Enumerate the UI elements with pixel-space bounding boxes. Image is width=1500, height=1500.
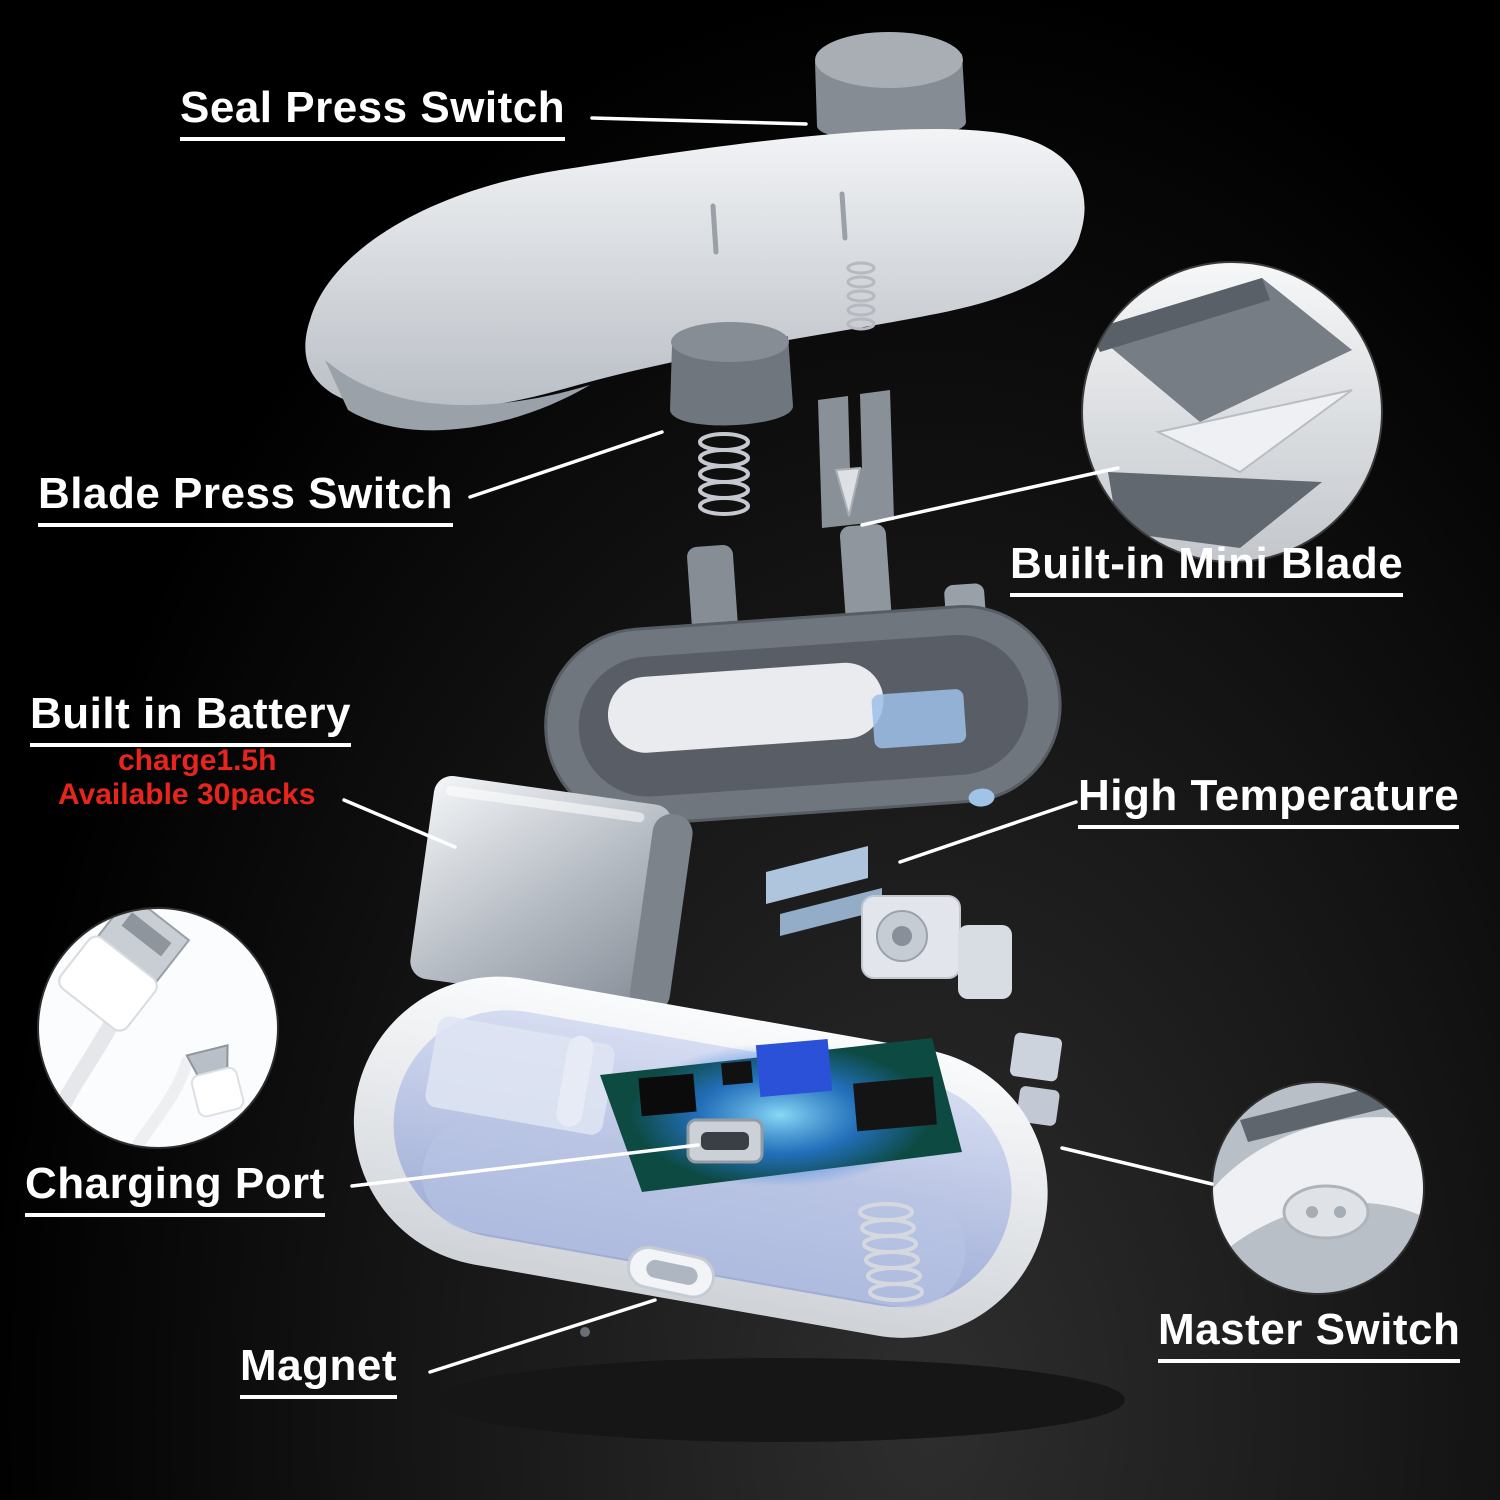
ground-shadow: [435, 1358, 1125, 1442]
battery: [410, 776, 693, 1013]
leader-seal-press: [590, 116, 808, 126]
label-built-in-mini-blade: Built-in Mini Blade: [1010, 539, 1404, 598]
label-charging-port: Charging Port: [25, 1159, 325, 1218]
leader-battery: [342, 798, 457, 849]
gasket-foot: [968, 788, 995, 807]
micro-usb-connector: [185, 1043, 245, 1118]
top-cover-underside: [325, 360, 590, 431]
label-built-in-battery: Built in Battery: [30, 689, 351, 748]
blade-bracket: [818, 390, 894, 528]
leader-magnet: [428, 1298, 657, 1374]
label-high-temperature: High Temperature: [1078, 771, 1460, 830]
tray-spring: [858, 1202, 924, 1302]
leader-lines: [342, 116, 1214, 1374]
center-spring: [698, 432, 750, 516]
top-cover-shell: [305, 128, 1085, 412]
label-seal-press-switch: Seal Press Switch: [180, 83, 566, 142]
mini-blade: [834, 466, 862, 517]
note-battery-capacity: Available 30packs: [58, 778, 316, 811]
blade-inset: [1081, 261, 1383, 563]
pcb-board: [600, 1038, 962, 1192]
gasket-tongue: [607, 662, 884, 753]
micro-usb-slot: [701, 1132, 749, 1150]
master-switch-inset: [1211, 1081, 1425, 1295]
inset-master-switch: [1282, 1184, 1370, 1240]
heating-element: [766, 846, 1063, 1126]
press-knob-top: [815, 32, 963, 88]
usb-cable-inset: [37, 907, 279, 1149]
pcb-blue-block: [755, 1038, 833, 1098]
gasket-window: [871, 689, 967, 749]
inner-floor: [422, 1117, 966, 1308]
label-blade-press-switch: Blade Press Switch: [38, 469, 453, 528]
leader-charging-port: [350, 1143, 700, 1188]
pin-hole: [580, 1327, 590, 1337]
cover-slit: [710, 203, 719, 255]
pcb-chip: [638, 1073, 697, 1117]
leader-mini-blade: [860, 466, 1120, 527]
leader-master-switch: [1060, 1146, 1214, 1186]
usb-a-connector: [58, 908, 191, 1032]
label-master-switch: Master Switch: [1158, 1305, 1461, 1364]
inset-blade: [1154, 389, 1353, 474]
pcb-chip: [721, 1060, 753, 1086]
note-battery-charge: charge1.5h: [118, 744, 277, 777]
inner-post: [556, 1035, 594, 1127]
top-cover-assembly: [305, 32, 1085, 528]
blade-press-cylinder-top: [671, 322, 789, 362]
gasket-assembly: [544, 524, 1062, 847]
small-spring: [846, 261, 876, 331]
cover-slit: [839, 191, 848, 241]
pcb-chip: [853, 1076, 937, 1132]
leader-high-temp: [898, 800, 1078, 864]
charging-port-opening: [626, 1245, 715, 1299]
label-magnet: Magnet: [240, 1341, 397, 1400]
leader-blade-press: [468, 430, 664, 499]
